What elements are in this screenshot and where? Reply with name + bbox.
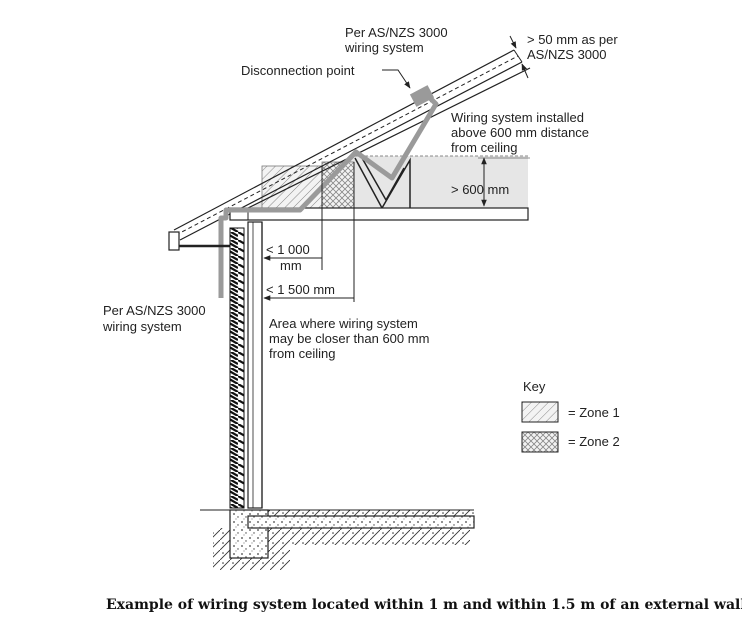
key-title: Key <box>523 379 546 394</box>
key-zone-2-label: = Zone 2 <box>568 434 620 449</box>
wall-frame <box>247 221 263 509</box>
label-installed: Wiring system installed <box>451 110 584 125</box>
wiring-system <box>218 95 439 298</box>
label-lt1000: mm <box>280 258 302 273</box>
label-area: may be closer than 600 mm <box>269 331 429 346</box>
label-per-std-left: wiring system <box>102 319 182 334</box>
ceiling-joist <box>229 207 529 221</box>
caption: Example of wiring system located within … <box>106 597 742 613</box>
gutter <box>168 231 230 251</box>
zone-1-area <box>261 165 323 209</box>
key: Key = Zone 1 = Zone 2 <box>521 379 620 453</box>
label-lt1000: < 1 000 <box>266 242 310 257</box>
label-gap: AS/NZS 3000 <box>527 47 607 62</box>
brick-wall <box>229 227 245 509</box>
label-gap: > 50 mm as per <box>527 32 618 47</box>
label-gt600: > 600 mm <box>451 182 509 197</box>
label-per-std-left: Per AS/NZS 3000 <box>103 303 206 318</box>
key-zone-1-label: = Zone 1 <box>568 405 620 420</box>
dimension-lines <box>263 35 530 302</box>
label-area: from ceiling <box>269 346 335 361</box>
label-disconnection: Disconnection point <box>241 63 355 78</box>
roof-rafter <box>173 49 531 241</box>
label-lt1500: < 1 500 mm <box>266 282 335 297</box>
ground <box>200 509 475 570</box>
key-zone-2-swatch <box>521 431 559 453</box>
key-zone-1-swatch <box>521 401 559 423</box>
label-per-std-top: wiring system <box>344 40 424 55</box>
label-installed: above 600 mm distance <box>451 125 589 140</box>
disconnection-point <box>409 85 435 107</box>
label-area: Area where wiring system <box>269 316 418 331</box>
label-per-std-top: Per AS/NZS 3000 <box>345 25 448 40</box>
labels: Per AS/NZS 3000 wiring system > 50 mm as… <box>102 25 618 361</box>
truss-web <box>354 157 411 210</box>
label-installed: from ceiling <box>451 140 517 155</box>
